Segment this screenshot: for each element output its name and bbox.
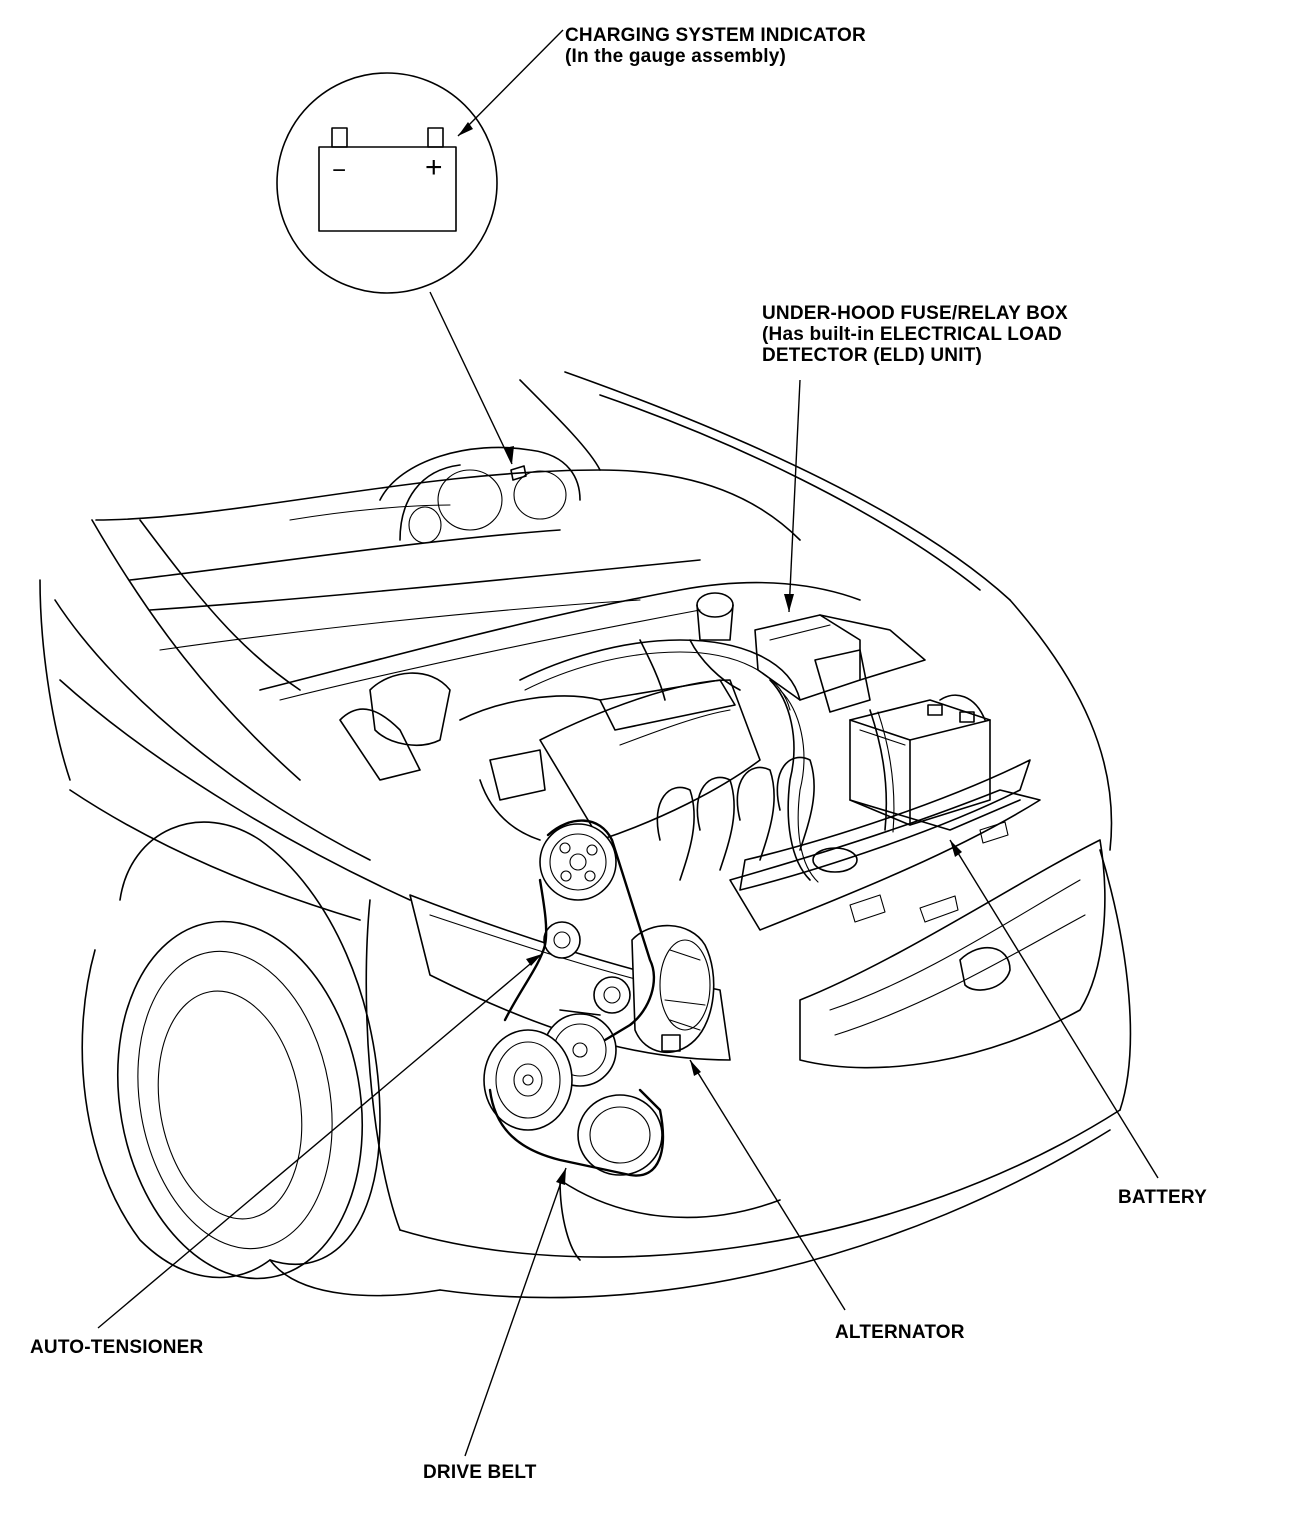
- charging-system-indicator-label: CHARGING SYSTEM INDICATOR (In the gauge …: [565, 25, 866, 67]
- battery-minus-sign: −: [332, 157, 347, 184]
- auto-tensioner-label: AUTO-TENSIONER: [30, 1337, 204, 1358]
- battery-label: BATTERY: [1118, 1187, 1208, 1208]
- leader-lines: [97, 29, 1159, 1457]
- engine-bay: [259, 581, 1031, 891]
- charging-indicator-line-2: (In the gauge assembly): [565, 46, 787, 67]
- indicator-inset: [276, 72, 498, 294]
- car-body: [39, 371, 1132, 1299]
- belt-drive: [483, 819, 715, 1177]
- drive-belt-label: DRIVE BELT: [423, 1462, 537, 1483]
- fuse-relay-box-label: UNDER-HOOD FUSE/RELAY BOX (Has built-in …: [762, 303, 1068, 366]
- fuse-box-line-2: (Has built-in ELECTRICAL LOAD: [762, 324, 1062, 345]
- charging-indicator-line-1: CHARGING SYSTEM INDICATOR: [565, 25, 866, 46]
- battery-plus-sign: +: [425, 151, 443, 184]
- fuse-box-line-1: UNDER-HOOD FUSE/RELAY BOX: [762, 303, 1068, 324]
- alternator-label: ALTERNATOR: [835, 1322, 965, 1343]
- fuse-box-line-3: DETECTOR (ELD) UNIT): [762, 345, 983, 366]
